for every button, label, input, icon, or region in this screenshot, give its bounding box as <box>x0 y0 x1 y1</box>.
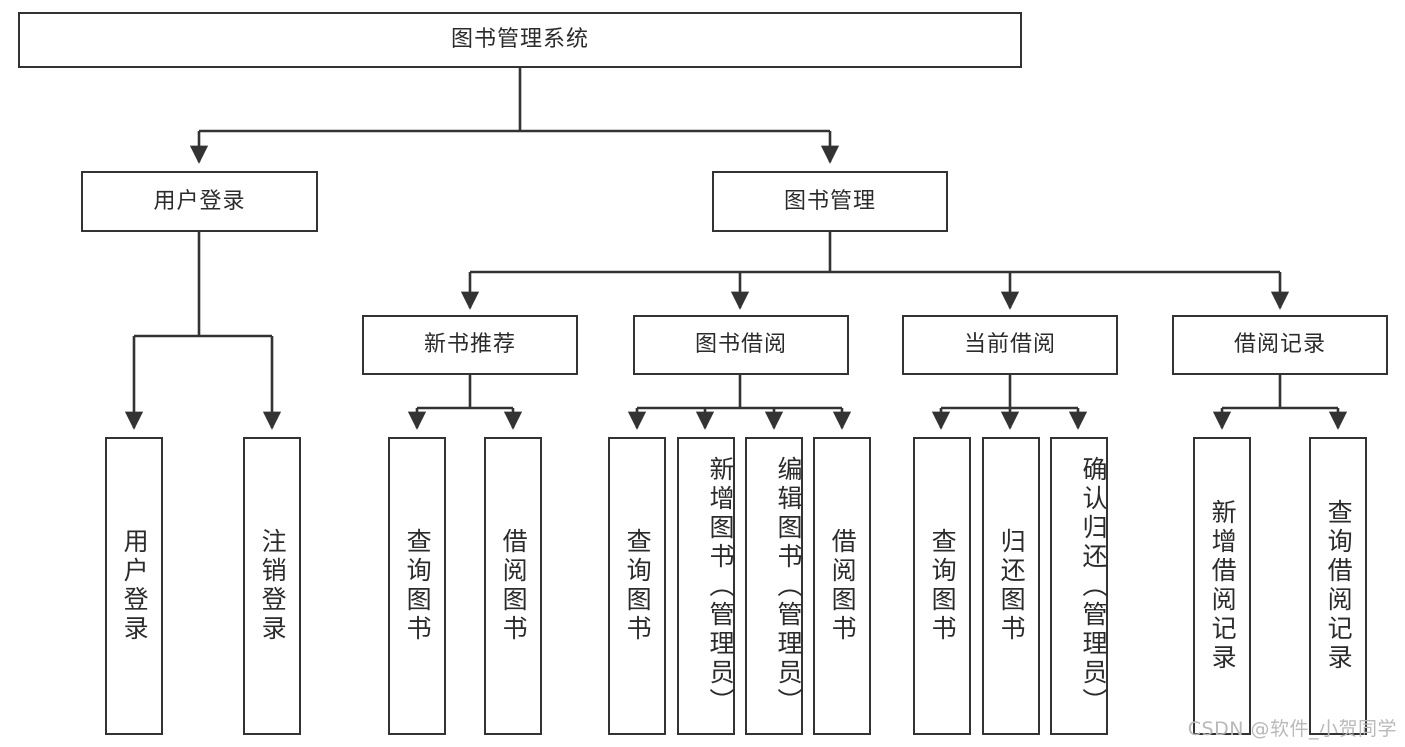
node-label: 用户登录 <box>120 528 150 644</box>
node-label: 查询图书 <box>928 528 958 644</box>
node-leaf-add-book[interactable]: 新增图书（管理员） <box>677 437 735 735</box>
node-label: 借阅图书 <box>828 528 858 644</box>
node-label: 注销登录 <box>258 528 288 644</box>
node-label: 确认归还（管理员） <box>1079 455 1108 717</box>
node-label: 归还图书 <box>997 528 1027 644</box>
node-label: 新增借阅记录 <box>1208 499 1238 673</box>
node-book-management[interactable]: 图书管理 <box>712 171 948 232</box>
node-leaf-user-login[interactable]: 用户登录 <box>105 437 163 735</box>
node-leaf-add-borrow-record[interactable]: 新增借阅记录 <box>1193 437 1251 735</box>
node-new-book-recommend[interactable]: 新书推荐 <box>362 315 578 375</box>
node-label: 图书管理系统 <box>450 27 589 53</box>
node-label: 编辑图书（管理员） <box>774 455 803 717</box>
node-leaf-confirm-return[interactable]: 确认归还（管理员） <box>1050 437 1108 735</box>
node-label: 新增图书（管理员） <box>706 455 735 717</box>
node-leaf-edit-book[interactable]: 编辑图书（管理员） <box>745 437 803 735</box>
node-label: 图书借阅 <box>694 332 787 358</box>
node-label: 借阅图书 <box>499 528 529 644</box>
node-label: 查询借阅记录 <box>1324 499 1354 673</box>
node-label: 查询图书 <box>623 528 653 644</box>
csdn-watermark: CSDN @软件_小贺同学 <box>1187 718 1397 740</box>
node-user-login[interactable]: 用户登录 <box>81 171 318 232</box>
node-leaf-query-book-borrow[interactable]: 查询图书 <box>608 437 666 735</box>
node-leaf-borrow-book-recommend[interactable]: 借阅图书 <box>484 437 542 735</box>
node-leaf-return-book[interactable]: 归还图书 <box>982 437 1040 735</box>
node-leaf-borrow-book[interactable]: 借阅图书 <box>813 437 871 735</box>
node-borrow-record[interactable]: 借阅记录 <box>1172 315 1388 375</box>
node-label: 新书推荐 <box>423 332 516 358</box>
node-book-borrow[interactable]: 图书借阅 <box>633 315 849 375</box>
node-label: 借阅记录 <box>1233 332 1326 358</box>
node-leaf-query-borrow-record[interactable]: 查询借阅记录 <box>1309 437 1367 735</box>
node-label: 查询图书 <box>403 528 433 644</box>
node-leaf-user-logout[interactable]: 注销登录 <box>243 437 301 735</box>
node-label: 图书管理 <box>783 188 876 214</box>
node-root-book-management-system[interactable]: 图书管理系统 <box>18 12 1022 68</box>
node-label: 当前借阅 <box>963 332 1056 358</box>
node-leaf-query-book-recommend[interactable]: 查询图书 <box>388 437 446 735</box>
node-current-borrow[interactable]: 当前借阅 <box>902 315 1118 375</box>
node-label: 用户登录 <box>153 188 246 214</box>
node-leaf-query-book-current[interactable]: 查询图书 <box>913 437 971 735</box>
